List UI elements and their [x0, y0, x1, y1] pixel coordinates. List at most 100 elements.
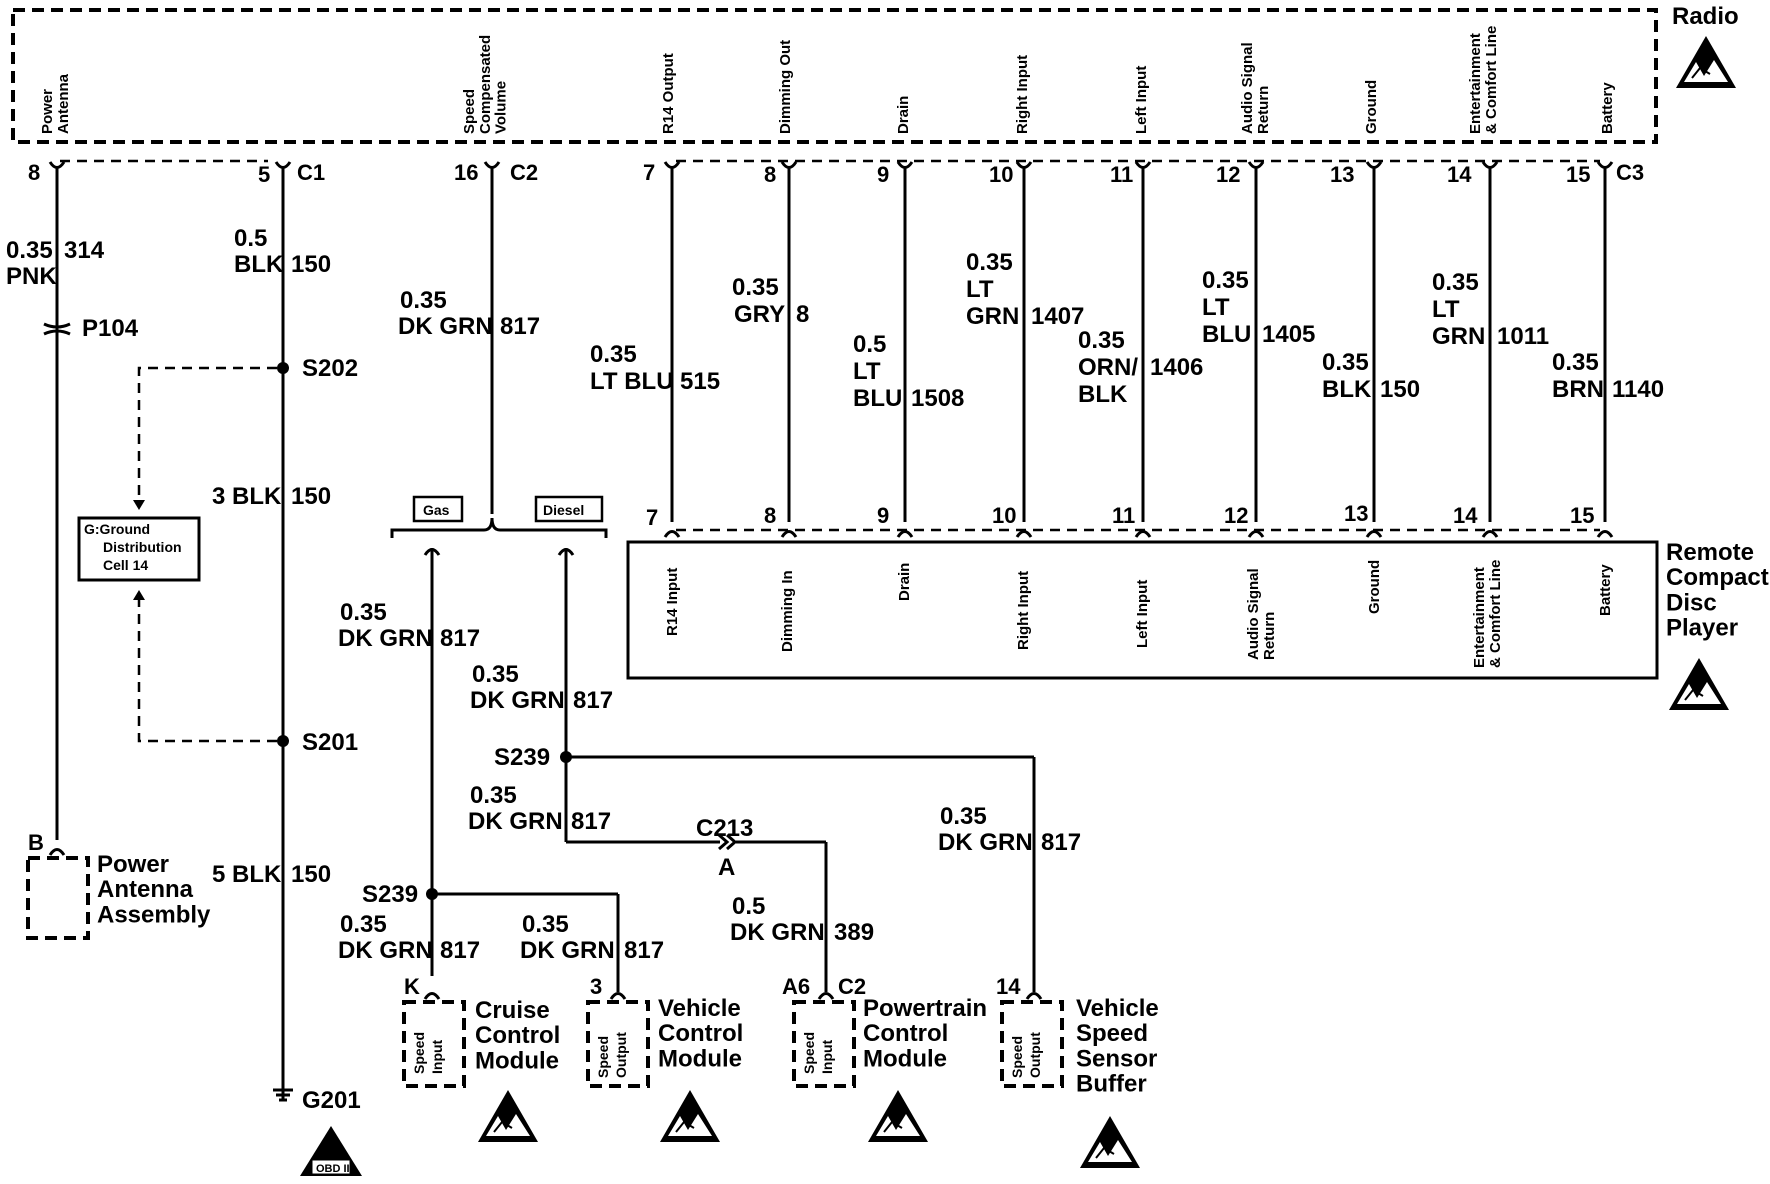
- terminal-mark: [663, 530, 681, 539]
- cd-fn-battery: Battery: [1597, 564, 1614, 616]
- pcm-box: [792, 1000, 856, 1088]
- pin-14-c3: 14: [1447, 162, 1472, 187]
- wire-817-diesel-circuit: 817: [573, 687, 613, 714]
- s239-gas-label: S239: [362, 881, 418, 908]
- vssb-pin-14: 14: [996, 974, 1021, 999]
- connector-c213-icon: [718, 833, 738, 851]
- wire-1011-circuit: 1011: [1497, 323, 1549, 350]
- text-line: Sensor: [1076, 1045, 1157, 1072]
- s201-label: S201: [302, 729, 358, 756]
- radio-fn-left-input: Left Input: [1133, 66, 1150, 134]
- cd-pin-13: 13: [1344, 501, 1368, 526]
- cd-fn-ground: Ground: [1366, 560, 1383, 614]
- cd-pin-10: 10: [992, 503, 1016, 528]
- wire-314-color: PNK: [6, 263, 57, 290]
- ground-ref-lower-link: [137, 600, 277, 743]
- ground-ref-upper-link: [137, 366, 277, 500]
- terminal-mark: [780, 530, 798, 539]
- blk-3-label: 3 BLK: [212, 483, 282, 510]
- cruise-esd-icon: [477, 1089, 539, 1143]
- wire-817-diesel-size: 0.35: [472, 661, 519, 688]
- diesel-option-label: Diesel: [543, 502, 584, 518]
- radio-fn-battery: Battery: [1599, 82, 1616, 134]
- text-line: Return: [1261, 612, 1278, 660]
- obd-ii-icon: OBD II: [300, 1126, 362, 1176]
- cd-pin-7: 7: [646, 505, 658, 530]
- wire-389-circuit: 389: [834, 919, 874, 946]
- cruise-pin-k: K: [404, 974, 420, 999]
- pin-15-c3: 15: [1566, 162, 1590, 187]
- wire-1406-circuit: 1406: [1150, 354, 1203, 381]
- wire-314-circuit: 314: [64, 237, 105, 264]
- terminal-mark: [1134, 160, 1152, 169]
- text-line: Disc: [1666, 589, 1717, 616]
- terminal-mark: [1247, 530, 1265, 539]
- terminal-mark: [896, 160, 914, 169]
- radio-fn-right-input: Right Input: [1014, 55, 1031, 134]
- cd-pin-11: 11: [1112, 503, 1135, 528]
- cd-fn-r14-input: R14 Input: [664, 568, 681, 636]
- c213-pin-a: A: [718, 854, 735, 881]
- wire-150-size: 0.5: [234, 225, 267, 252]
- terminal-mark: [423, 992, 441, 1001]
- wire-150-color: BLK: [234, 251, 284, 278]
- antenna-pin-b: B: [28, 830, 44, 855]
- text-line: Speed: [1076, 1020, 1148, 1047]
- text-line: & Comfort Line: [1487, 560, 1504, 668]
- wire-314-size: 0.35: [6, 237, 53, 264]
- p104-label: P104: [82, 315, 139, 342]
- ground-distribution-ref[interactable]: [77, 516, 201, 582]
- wire-389-size: 0.5: [732, 893, 765, 920]
- inline-connector-p104: [43, 322, 71, 336]
- gas-option-box[interactable]: [412, 495, 464, 523]
- wire-817-diesel-color: DK GRN: [470, 687, 565, 714]
- svg-text:OBD II: OBD II: [316, 1163, 350, 1175]
- pin-7-c3: 7: [643, 160, 655, 185]
- radio-title: Radio: [1672, 3, 1739, 30]
- text-line: Return: [1255, 86, 1272, 134]
- connector-c1: C1: [297, 160, 325, 185]
- cd-pin-8: 8: [764, 503, 776, 528]
- terminal-mark: [609, 992, 627, 1001]
- terminal-mark: [483, 160, 501, 169]
- text-line: Module: [863, 1045, 947, 1072]
- c213-label: C213: [696, 815, 753, 842]
- wire-817-pcm-circuit: 817: [571, 808, 611, 835]
- pcm-esd-icon: [867, 1089, 929, 1143]
- pin-8-antenna: 8: [28, 160, 40, 185]
- wire-150-circuit: 150: [291, 251, 331, 278]
- text-line: Assembly: [97, 901, 211, 928]
- radio-fn-speed-comp: SpeedCompensatedVolume: [461, 35, 510, 134]
- radio-fn-ecl: Entertainment& Comfort Line: [1467, 26, 1500, 134]
- wire-817-gas-circuit: 817: [440, 625, 480, 652]
- splice-s202: [277, 362, 289, 374]
- text-line: Module: [475, 1047, 559, 1074]
- s239-diesel-label: S239: [494, 744, 550, 771]
- diesel-option-box[interactable]: [534, 495, 604, 523]
- pin-13-c3: 13: [1330, 162, 1354, 187]
- cd-fn-ecl: Entertainment& Comfort Line: [1471, 560, 1504, 668]
- wire-817-top-circuit: 817: [500, 313, 540, 340]
- wire-817-cruise-size: 0.35: [340, 911, 387, 938]
- terminal-mark: [48, 160, 66, 169]
- connector-c3: C3: [1616, 160, 1644, 185]
- pcm-connector-c2: C2: [838, 974, 866, 999]
- terminal-mark: [1134, 530, 1152, 539]
- cd-fn-left-input: Left Input: [1134, 580, 1151, 648]
- text-line: Control: [475, 1022, 560, 1049]
- text-line: Control: [863, 1020, 948, 1047]
- terminal-mark: [48, 848, 66, 857]
